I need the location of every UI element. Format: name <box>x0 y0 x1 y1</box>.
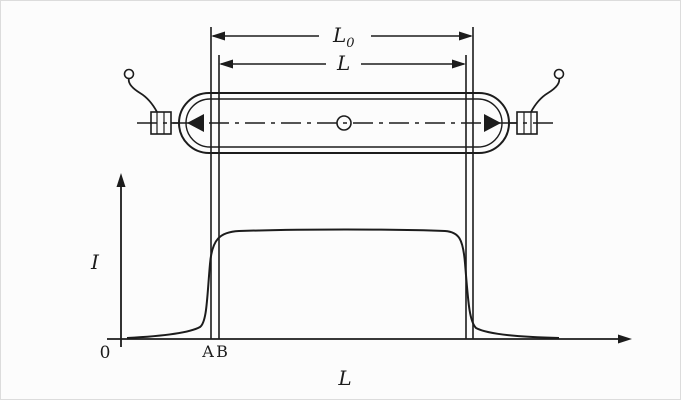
base-left-block <box>150 111 172 135</box>
lamp-bases <box>150 111 538 135</box>
dimension-l0-arrow-right <box>459 31 473 41</box>
dimension-l0-label-main: L <box>332 23 346 47</box>
point-a-label: A <box>201 342 214 361</box>
origin-label: 0 <box>100 343 111 363</box>
dimension-l-label: L <box>336 51 350 75</box>
lead-wire-right-loop <box>553 68 565 80</box>
y-axis-arrow <box>116 173 126 187</box>
electrode-right-icon <box>484 114 501 132</box>
dimension-l0-label-sub: 0 <box>346 36 354 51</box>
x-axis-label: L <box>337 366 351 390</box>
lead-wires <box>123 68 565 113</box>
dimension-l0-arrow-left <box>211 31 225 41</box>
dimension-l-arrow-left <box>219 59 233 69</box>
x-axis-arrow <box>618 334 632 344</box>
lead-wire-right <box>530 77 561 113</box>
dimension-l-arrow-right <box>452 59 466 69</box>
tube-center-marker <box>336 115 352 131</box>
lead-wire-left-loop <box>123 68 135 80</box>
intensity-curve <box>126 228 560 339</box>
reference-lines <box>210 27 474 339</box>
graph-axes: I 0 A B L <box>90 173 632 390</box>
electrode-left-icon <box>187 114 204 132</box>
dimension-l0: L0 <box>211 23 473 51</box>
lead-wire-left <box>127 77 158 113</box>
point-b-label: B <box>216 342 228 361</box>
lamp-tube <box>137 92 553 154</box>
dimension-l: L <box>219 51 466 75</box>
y-axis-label: I <box>90 250 100 274</box>
dimension-l0-label: L0 <box>332 23 355 51</box>
